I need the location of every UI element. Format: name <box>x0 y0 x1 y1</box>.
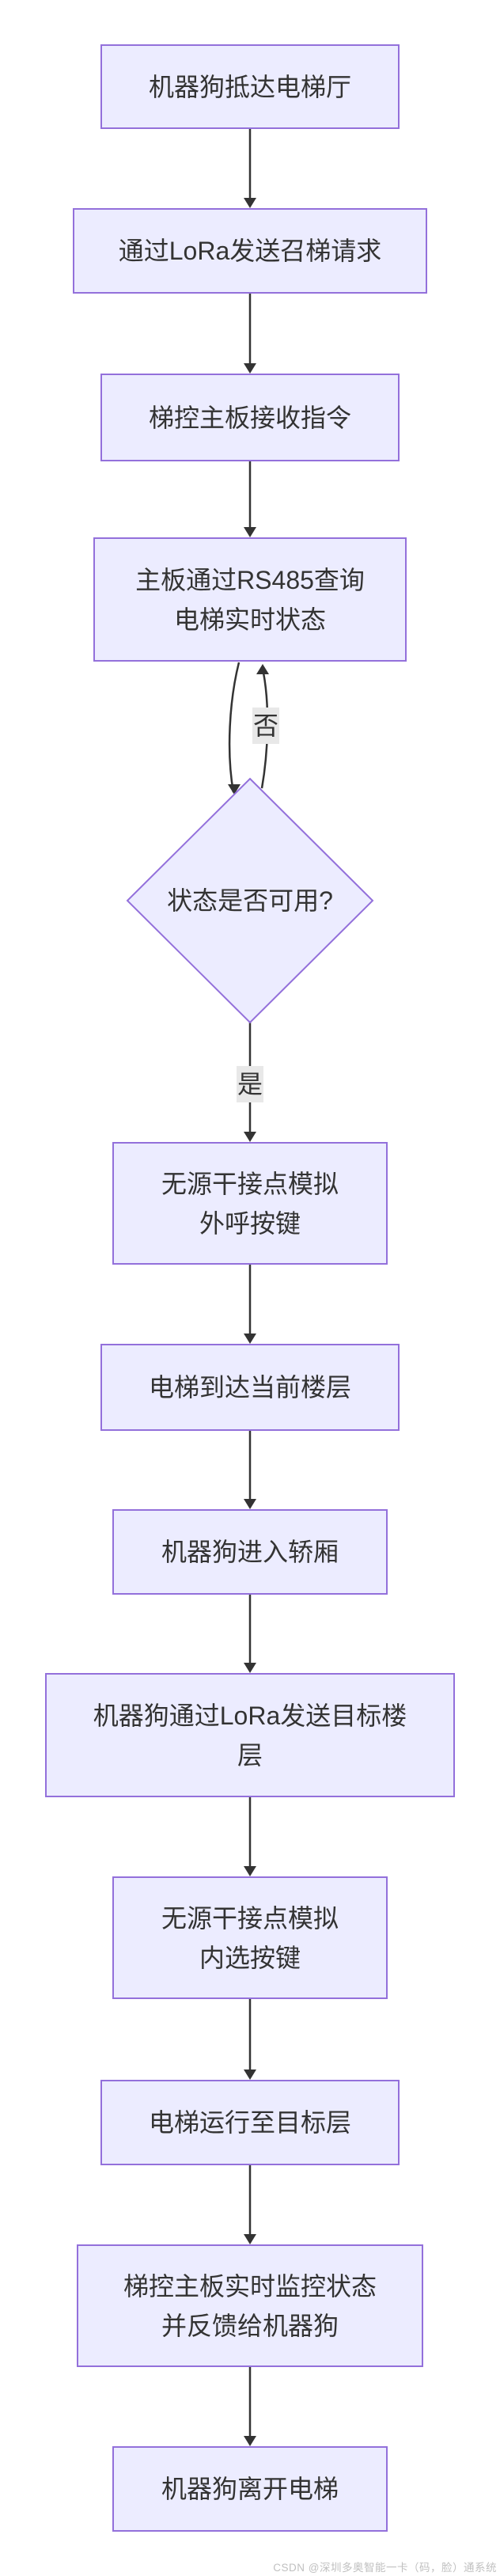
node-label: 状态是否可用? <box>167 886 333 915</box>
edge-label-text: 是 <box>237 1070 263 1098</box>
arrowhead-icon <box>244 1132 256 1142</box>
node-label: 电梯运行至目标层 <box>148 2108 351 2137</box>
node-board-receive-command: 梯控主板接收指令 <box>100 374 400 461</box>
node-label: 通过LoRa发送召梯请求 <box>118 237 382 265</box>
arrowhead-icon <box>244 2234 256 2244</box>
node-label: 外呼按键 <box>199 1208 301 1238</box>
node-simulate-car-call: 无源干接点模拟 内选按键 <box>112 1876 388 1999</box>
node-monitor-feedback: 梯控主板实时监控状态 并反馈给机器狗 <box>77 2244 423 2367</box>
node-arrive-hall: 机器狗抵达电梯厅 <box>100 44 400 129</box>
node-simulate-hall-call: 无源干接点模拟 外呼按键 <box>112 1142 388 1265</box>
node-label: 梯控主板实时监控状态 <box>123 2271 377 2301</box>
node-label: 机器狗离开电梯 <box>161 2475 339 2503</box>
node-label: 梯控主板接收指令 <box>148 403 351 432</box>
watermark-text: CSDN @深圳多奥智能一卡（码，脸）通系统 <box>273 2562 497 2574</box>
arrowhead-icon <box>244 1499 256 1509</box>
node-label: 并反馈给机器狗 <box>161 2311 339 2340</box>
arrowhead-icon <box>228 784 241 795</box>
node-enter-car: 机器狗进入轿厢 <box>112 1509 388 1595</box>
node-status-available: 状态是否可用? <box>127 881 373 920</box>
edge-label-text: 否 <box>252 711 279 740</box>
node-leave-elevator: 机器狗离开电梯 <box>112 2446 388 2532</box>
arrowhead-icon <box>244 527 256 537</box>
node-label: 无源干接点模拟 <box>161 1903 339 1933</box>
node-label: 层 <box>237 1740 263 1770</box>
node-label: 机器狗进入轿厢 <box>161 1538 339 1566</box>
arrowhead-icon <box>244 1663 256 1673</box>
node-label: 无源干接点模拟 <box>161 1169 339 1198</box>
node-send-target-floor: 机器狗通过LoRa发送目标楼 层 <box>45 1673 455 1797</box>
node-label: 内选按键 <box>199 1943 301 1972</box>
node-run-to-target: 电梯运行至目标层 <box>100 2080 400 2165</box>
decision-diamond-shape <box>126 777 374 1024</box>
edge-label-yes: 是 <box>236 1066 264 1102</box>
node-label: 机器狗抵达电梯厅 <box>148 72 351 101</box>
node-label: 机器狗通过LoRa发送目标楼 <box>93 1701 407 1730</box>
arrowhead-icon <box>244 1866 256 1876</box>
arrowhead-icon <box>244 198 256 208</box>
node-elevator-arrives: 电梯到达当前楼层 <box>100 1344 400 1431</box>
node-query-status: 主板通过RS485查询 电梯实时状态 <box>93 537 407 662</box>
edge-query-to-decision <box>228 662 241 793</box>
arrowhead-icon <box>256 664 269 674</box>
arrowhead-icon <box>244 363 256 374</box>
arrowhead-icon <box>244 1334 256 1344</box>
node-label: 电梯实时状态 <box>173 605 326 634</box>
arrowhead-icon <box>244 2070 256 2080</box>
node-send-call-request: 通过LoRa发送召梯请求 <box>73 208 427 294</box>
edge-label-no: 否 <box>252 708 280 744</box>
node-label: 主板通过RS485查询 <box>135 565 365 594</box>
arrowhead-icon <box>244 2436 256 2446</box>
node-label: 电梯到达当前楼层 <box>148 1373 351 1402</box>
